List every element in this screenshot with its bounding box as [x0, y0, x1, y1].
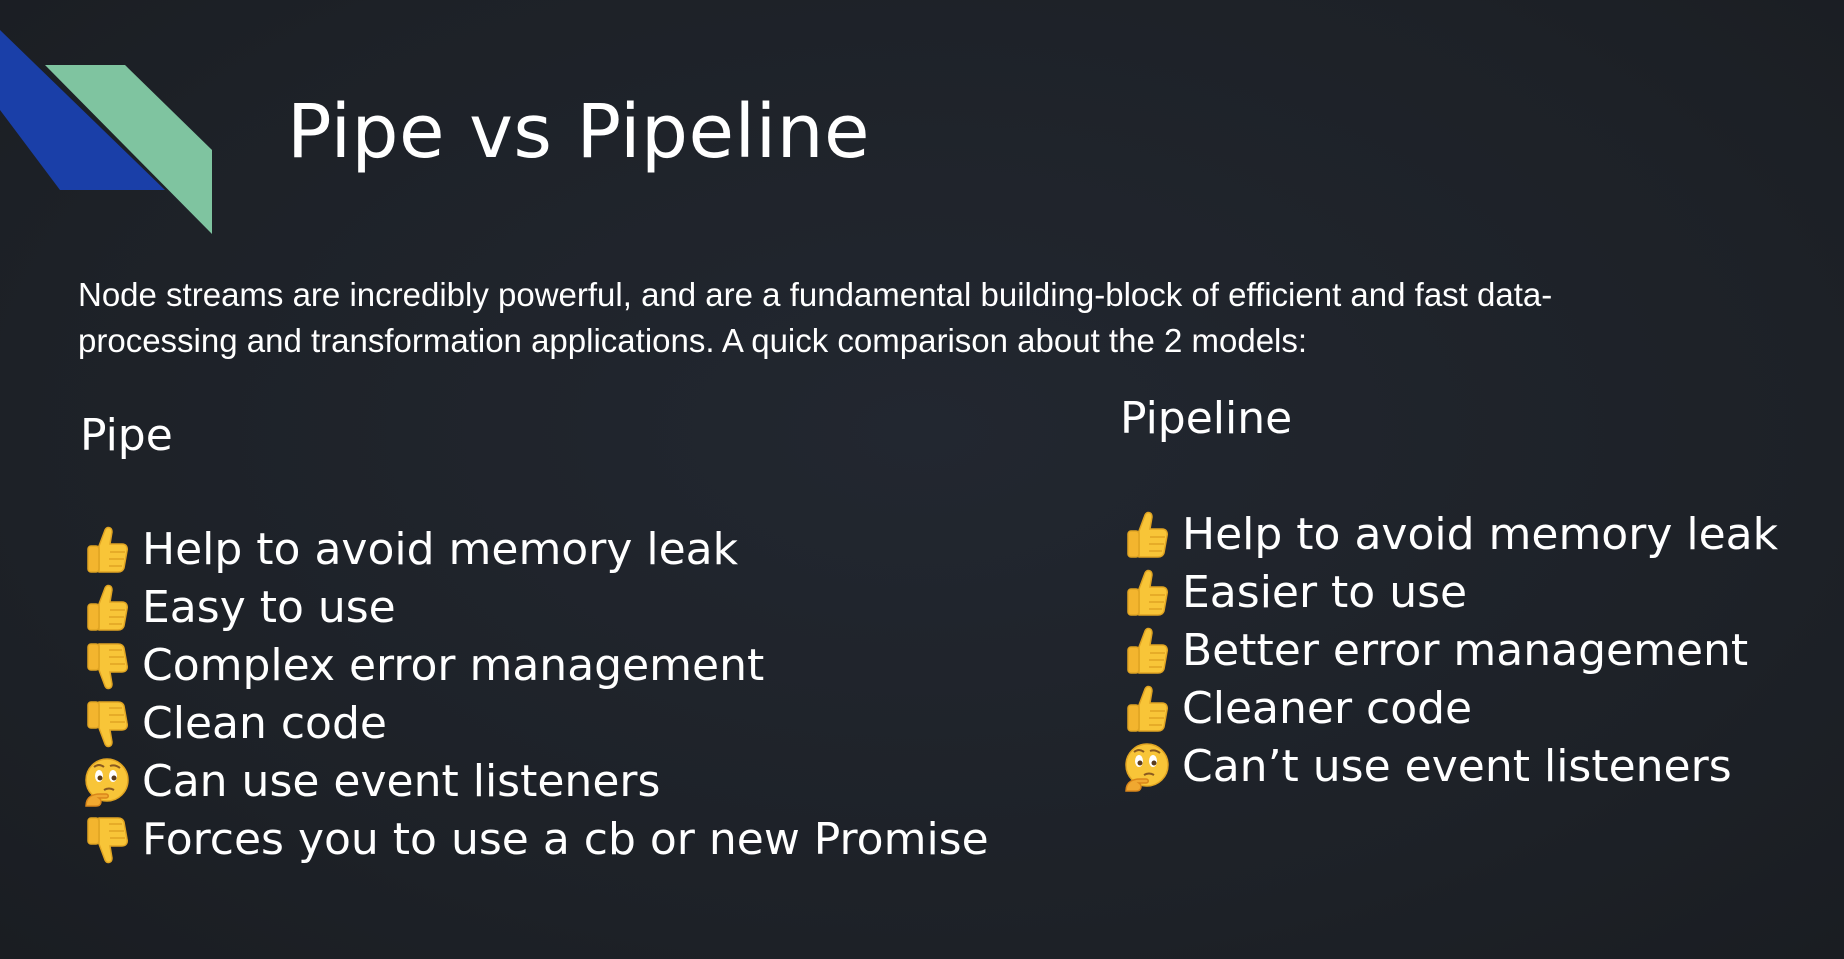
pipeline-column: Pipeline Help to avoid memory leak Easie…: [1120, 393, 1778, 796]
thumbs-down-icon: [80, 698, 132, 750]
list-item: Easy to use: [80, 579, 989, 637]
list-item-text: Easy to use: [142, 582, 396, 634]
pipe-heading: Pipe: [80, 410, 173, 461]
thinking-face-icon: [1120, 741, 1172, 793]
pipeline-list: Help to avoid memory leak Easier to use …: [1120, 506, 1778, 796]
list-item: Cleaner code: [1120, 680, 1778, 738]
list-item: Help to avoid memory leak: [1120, 506, 1778, 564]
list-item-text: Help to avoid memory leak: [142, 524, 739, 576]
thumbs-up-icon: [1120, 509, 1172, 561]
list-item: Can use event listeners: [80, 753, 989, 811]
list-item-text: Can’t use event listeners: [1182, 741, 1732, 793]
logo-green-stripe: [45, 65, 212, 234]
pipe-list: Help to avoid memory leak Easy to use Co…: [80, 521, 989, 869]
thumbs-up-icon: [80, 582, 132, 634]
slide-title: Pipe vs Pipeline: [287, 89, 871, 175]
list-item: Complex error management: [80, 637, 989, 695]
thumbs-down-icon: [80, 640, 132, 692]
list-item-text: Help to avoid memory leak: [1182, 509, 1779, 561]
list-item: Better error management: [1120, 622, 1778, 680]
logo-blue-stripe: [0, 30, 165, 190]
pipeline-heading: Pipeline: [1120, 393, 1293, 444]
list-item: Can’t use event listeners: [1120, 738, 1778, 796]
list-item-text: Forces you to use a cb or new Promise: [142, 814, 989, 866]
list-item-text: Can use event listeners: [142, 756, 661, 808]
logo-shape: [0, 30, 212, 234]
pipe-column: Pipe Help to avoid memory leak Easy to u…: [80, 410, 989, 869]
thumbs-down-icon: [80, 814, 132, 866]
thumbs-up-icon: [1120, 683, 1172, 735]
list-item: Clean code: [80, 695, 989, 753]
list-item-text: Better error management: [1182, 625, 1749, 677]
list-item-text: Cleaner code: [1182, 683, 1473, 735]
thumbs-up-icon: [1120, 567, 1172, 619]
list-item-text: Clean code: [142, 698, 387, 750]
thinking-face-icon: [80, 756, 132, 808]
list-item: Forces you to use a cb or new Promise: [80, 811, 989, 869]
thumbs-up-icon: [80, 524, 132, 576]
list-item: Help to avoid memory leak: [80, 521, 989, 579]
list-item-text: Easier to use: [1182, 567, 1468, 619]
list-item-text: Complex error management: [142, 640, 765, 692]
list-item: Easier to use: [1120, 564, 1778, 622]
thumbs-up-icon: [1120, 625, 1172, 677]
intro-paragraph: Node streams are incredibly powerful, an…: [78, 276, 1553, 359]
